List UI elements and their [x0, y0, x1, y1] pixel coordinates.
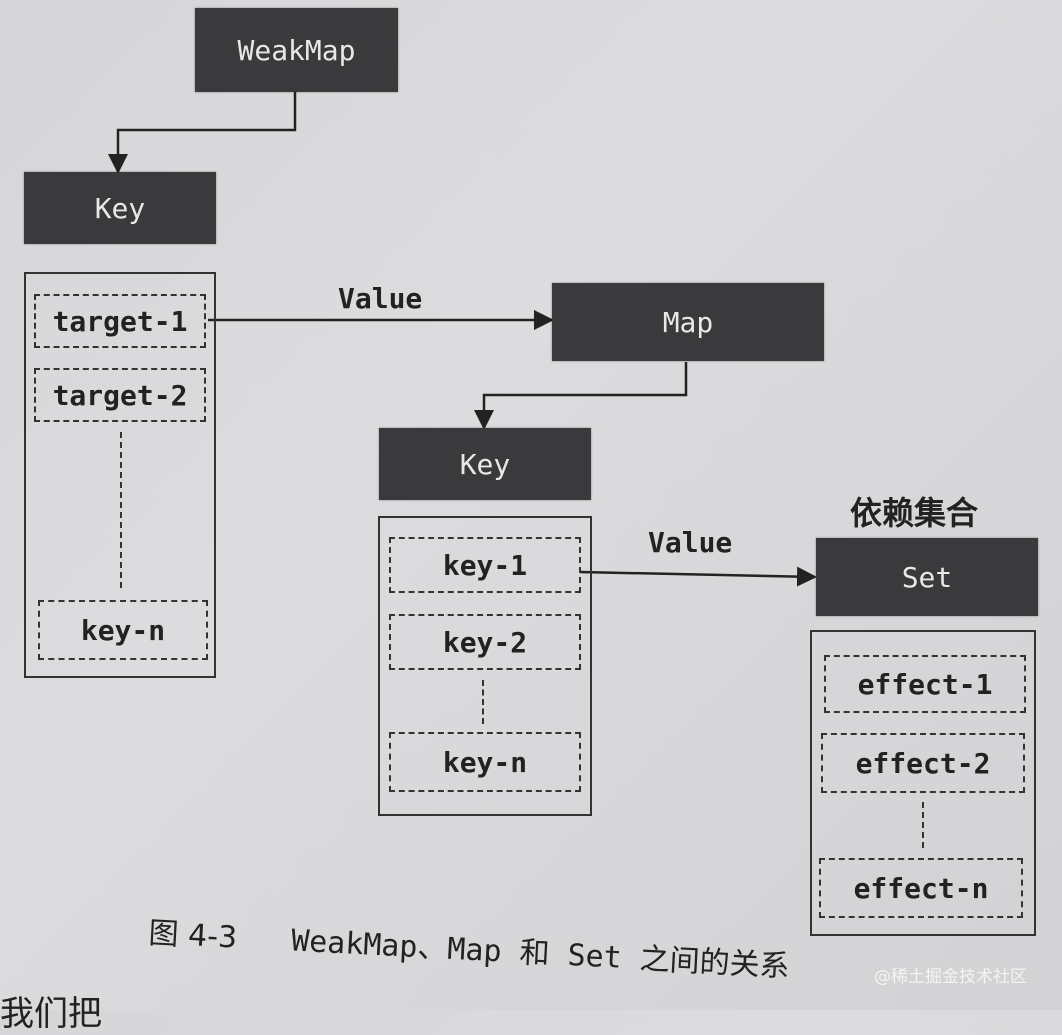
effect-item-2: effect-2	[821, 733, 1025, 793]
targets-panel	[24, 272, 216, 678]
outer-key-box: Key	[24, 172, 216, 244]
watermark: @稀土掘金技术社区	[874, 967, 1027, 987]
effects-panel	[810, 630, 1036, 936]
value-label-1: Value	[338, 282, 423, 315]
map-to-key-arrow	[474, 362, 688, 430]
keys-panel	[378, 516, 592, 816]
target-item-n: key-n	[38, 600, 208, 660]
set-box: Set	[816, 538, 1038, 616]
inner-key-box: Key	[379, 428, 591, 500]
key-item-1: key-1	[389, 537, 581, 593]
keys-ellipsis-line	[482, 680, 484, 724]
connector-lines	[108, 92, 817, 587]
effects-ellipsis-line	[922, 802, 924, 848]
value-label-2: Value	[648, 526, 733, 559]
weakmap-box: WeakMap	[195, 8, 398, 92]
inner-key-label: Key	[459, 447, 511, 481]
map-box: Map	[552, 283, 824, 361]
key-item-n: key-n	[389, 732, 581, 792]
effect-item-1: effect-1	[824, 655, 1026, 713]
target-item-2: target-2	[34, 368, 206, 422]
key1-to-set-arrow	[579, 566, 817, 587]
set-label: Set	[901, 560, 953, 594]
targets-ellipsis-line	[120, 432, 122, 588]
effect-item-n: effect-n	[819, 858, 1023, 918]
map-label: Map	[662, 305, 714, 339]
outer-key-label: Key	[94, 191, 146, 225]
bottom-body-text: 我们把	[0, 994, 102, 1034]
target-item-1: target-1	[34, 294, 206, 348]
weakmap-to-key-arrow	[108, 92, 297, 174]
caption-fig-number: 图 4-3	[147, 915, 239, 956]
set-title: 依赖集合	[850, 494, 979, 532]
key-item-2: key-2	[389, 614, 581, 670]
weakmap-label: WeakMap	[237, 33, 356, 67]
